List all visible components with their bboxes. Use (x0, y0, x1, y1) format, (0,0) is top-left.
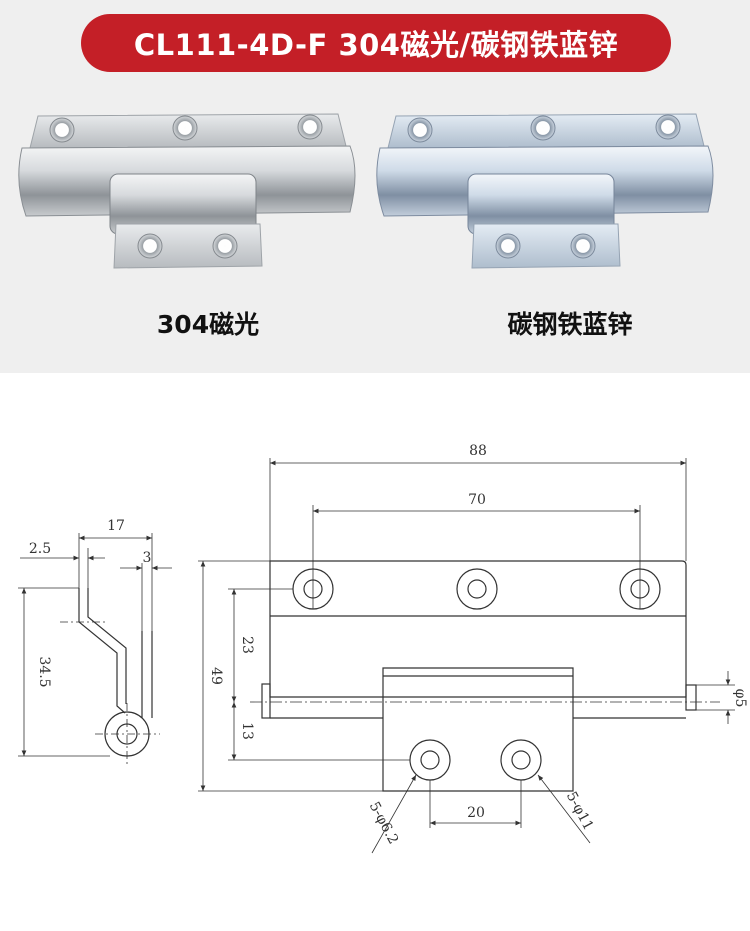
dim-top-hole-spacing: 70 (468, 492, 486, 508)
variant-caption-304: 304磁光 (156, 310, 260, 339)
dim-height-13: 13 (239, 722, 255, 740)
side-view (18, 533, 172, 765)
front-view (198, 458, 735, 854)
hinge-photo-304 (18, 113, 356, 269)
hole-callout-right: 5-φ11 (563, 789, 597, 833)
dim-side-offset: 3 (143, 550, 152, 566)
technical-drawing: 17 2.5 3 34.5 (18, 443, 748, 854)
hinge-photo-blue-zinc (376, 113, 714, 269)
product-title: CL111-4D-F 304磁光/碳钢铁蓝锌 (133, 28, 619, 62)
dim-pin-diameter: φ5 (732, 689, 748, 708)
dim-bottom-hole-spacing: 20 (467, 805, 485, 821)
dim-side-height: 34.5 (36, 656, 52, 687)
product-photo-panel: CL111-4D-F 304磁光/碳钢铁蓝锌 (0, 0, 750, 373)
dim-height-23: 23 (239, 636, 255, 654)
dim-overall-width: 88 (469, 443, 487, 459)
product-title-banner: CL111-4D-F 304磁光/碳钢铁蓝锌 (81, 14, 671, 72)
dim-side-width: 17 (107, 518, 125, 534)
variant-caption-blue-zinc: 碳钢铁蓝锌 (507, 310, 633, 339)
dim-overall-height: 49 (208, 667, 224, 685)
hole-callout-left: 5-φ6.2 (366, 799, 402, 847)
dim-side-thickness: 2.5 (29, 541, 51, 557)
